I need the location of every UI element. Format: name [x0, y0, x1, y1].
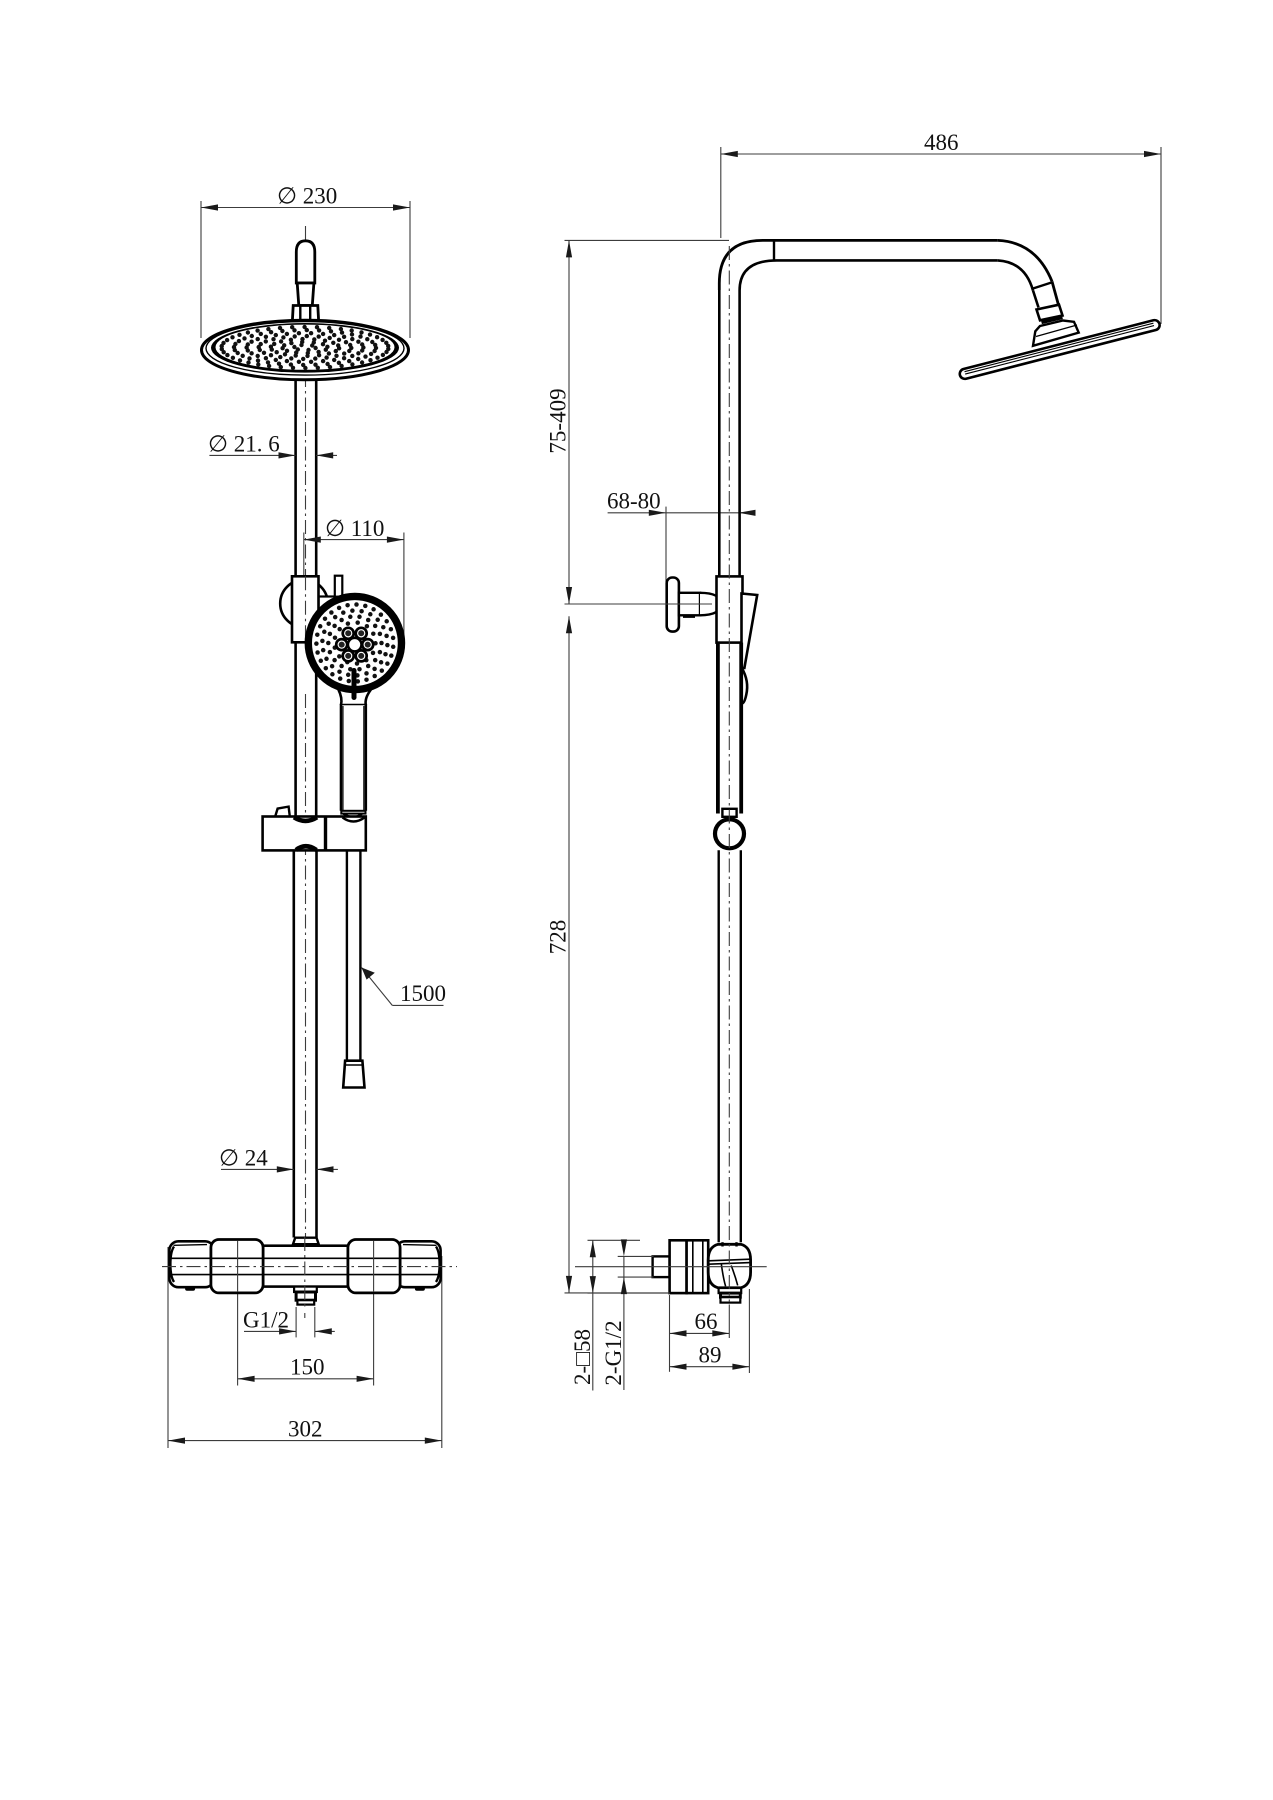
svg-text:2-G1/2: 2-G1/2	[601, 1320, 626, 1385]
svg-text:728: 728	[546, 920, 571, 955]
svg-text:1500: 1500	[400, 981, 446, 1006]
svg-text:66: 66	[695, 1309, 718, 1334]
svg-text:302: 302	[288, 1417, 323, 1442]
svg-text:∅ 110: ∅ 110	[325, 516, 384, 541]
svg-text:∅ 21. 6: ∅ 21. 6	[208, 432, 280, 457]
svg-text:∅ 230: ∅ 230	[277, 184, 337, 209]
svg-text:75-409: 75-409	[546, 388, 571, 453]
svg-text:68-80: 68-80	[607, 489, 661, 514]
svg-text:2-□58: 2-□58	[570, 1329, 595, 1385]
svg-text:∅ 24: ∅ 24	[219, 1146, 268, 1171]
svg-text:150: 150	[290, 1355, 325, 1380]
svg-text:G1/2: G1/2	[243, 1308, 289, 1333]
svg-text:89: 89	[699, 1342, 722, 1367]
svg-text:486: 486	[924, 130, 959, 155]
